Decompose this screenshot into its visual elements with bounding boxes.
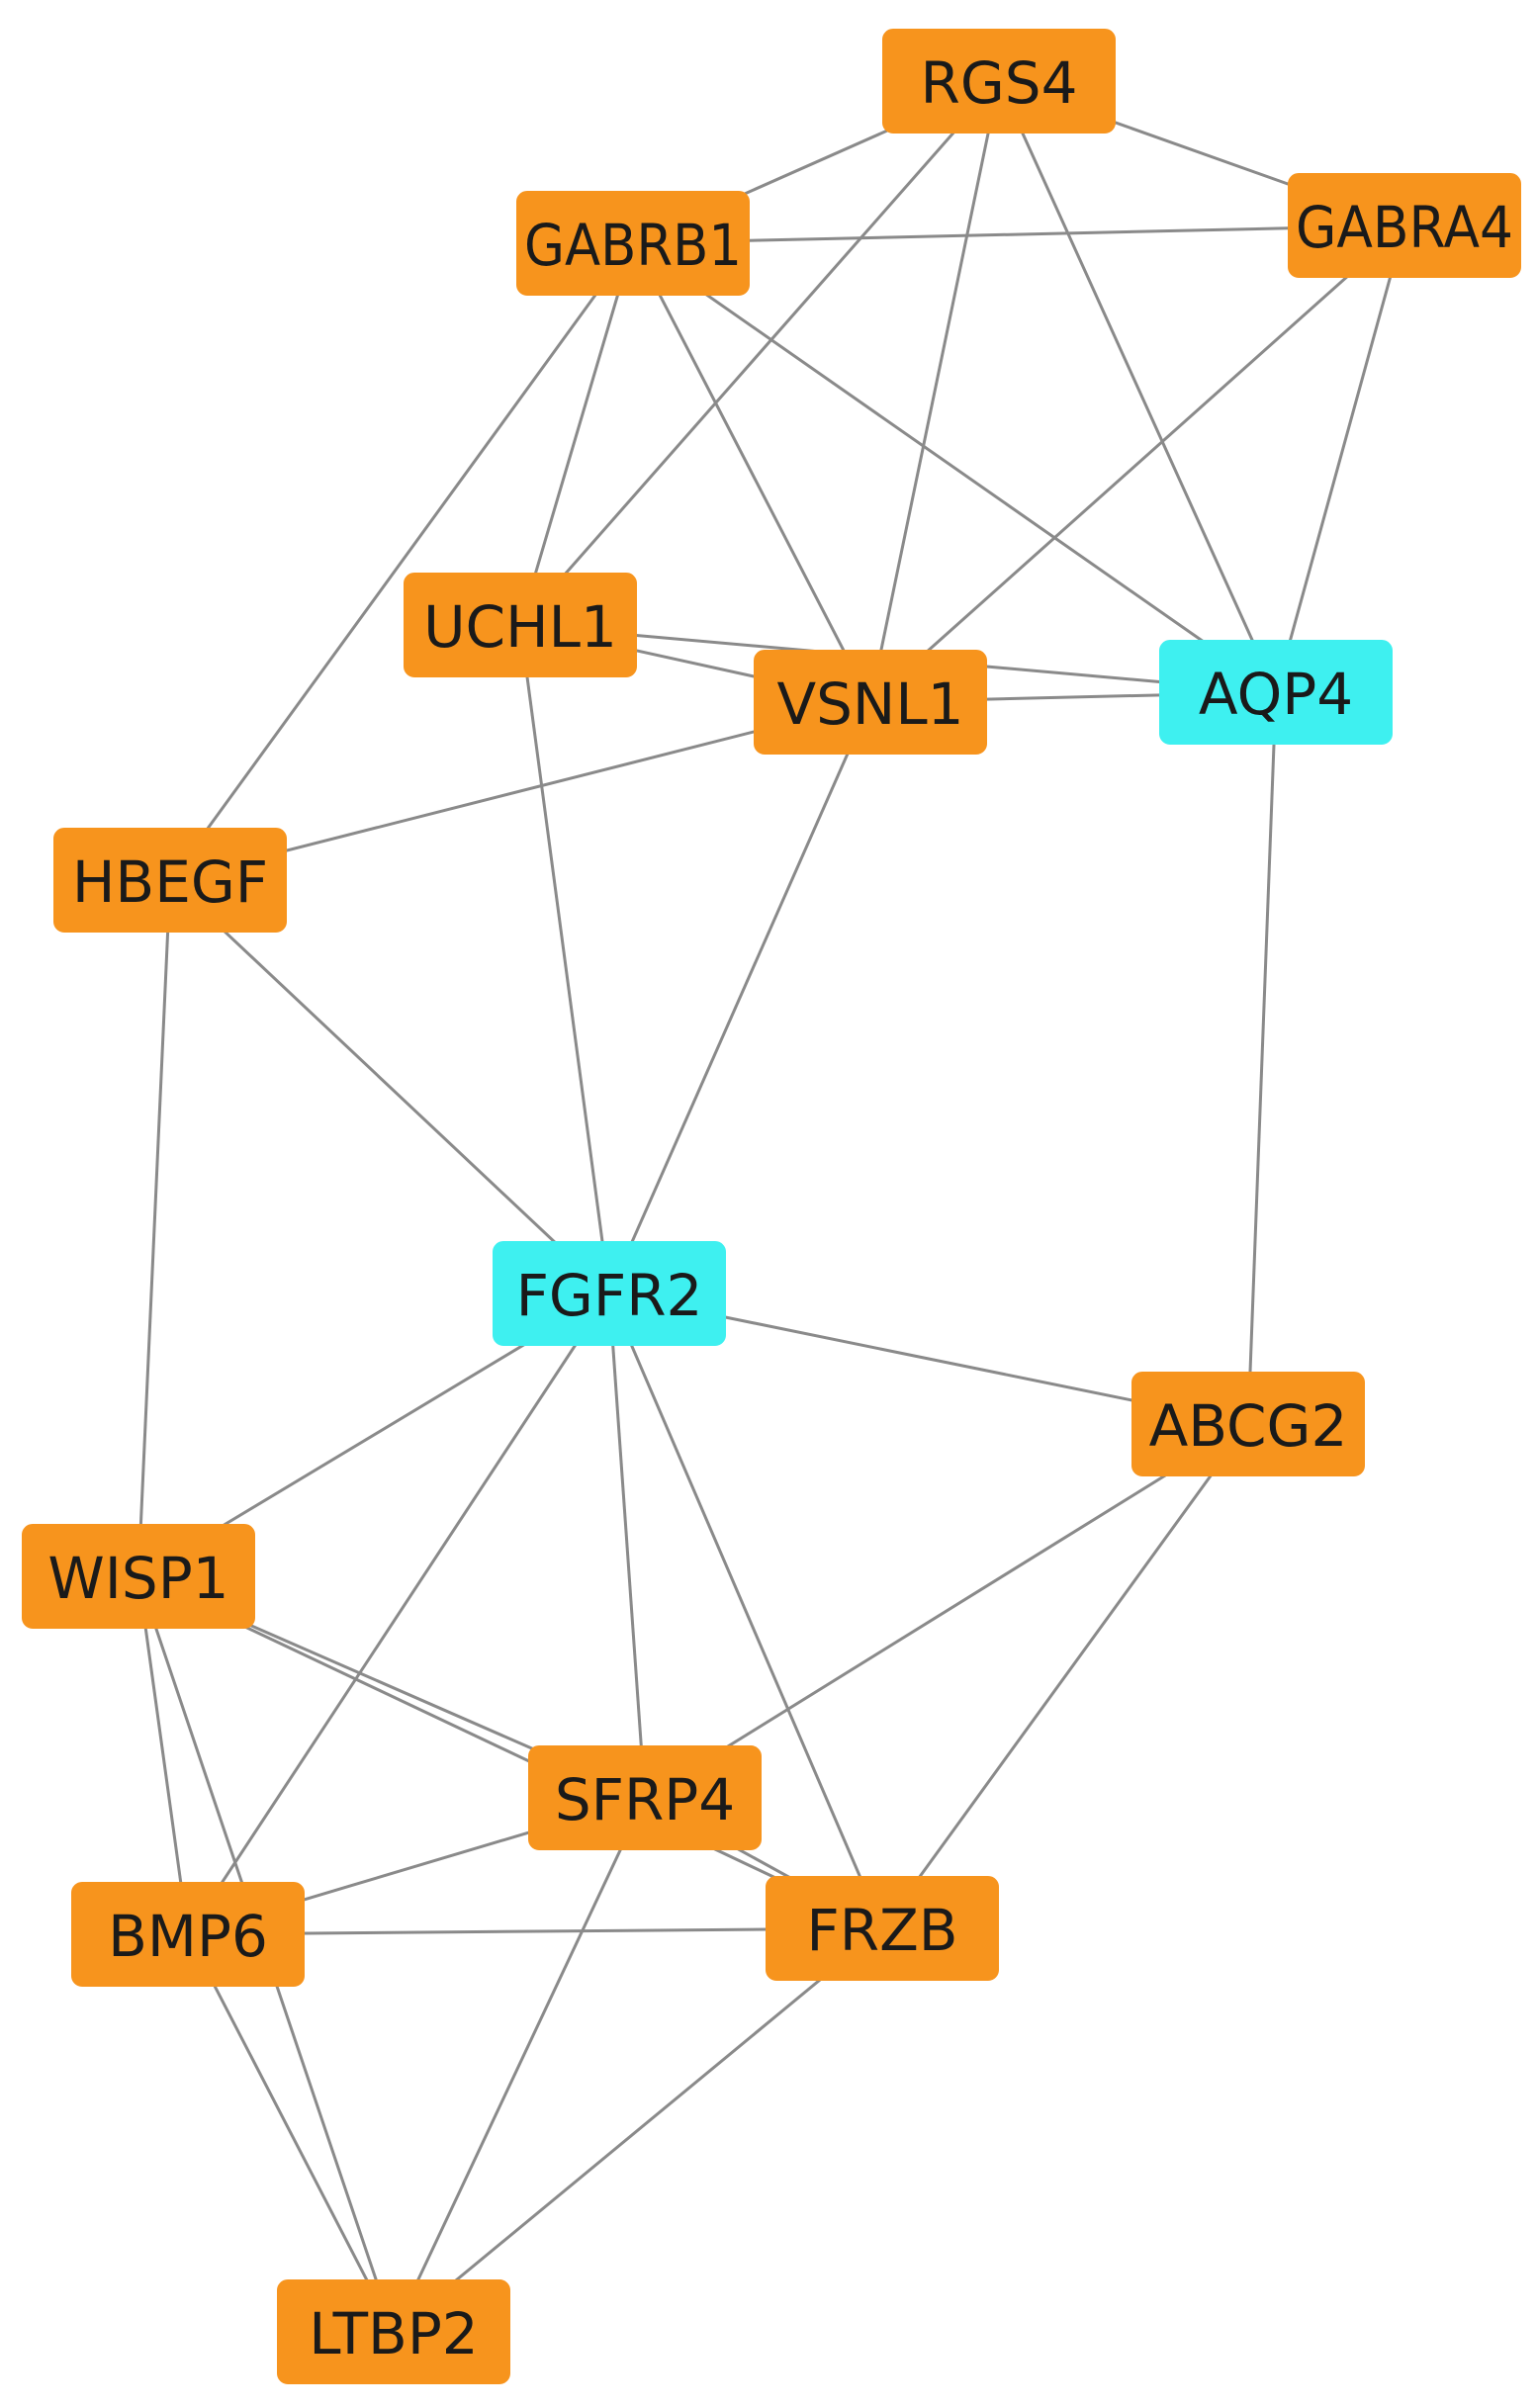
edge-gabra4-aqp4 xyxy=(1274,224,1406,693)
node-uchl1[interactable]: UCHL1 xyxy=(404,573,637,677)
node-label-abcg2: ABCG2 xyxy=(1149,1392,1348,1460)
node-label-rgs4: RGS4 xyxy=(921,49,1078,117)
edge-rgs4-vsnl1 xyxy=(868,80,1001,703)
edge-hbegf-fgfr2 xyxy=(168,878,611,1295)
edge-gabrb1-hbegf xyxy=(168,242,635,881)
node-gabra4[interactable]: GABRA4 xyxy=(1288,173,1521,278)
node-label-aqp4: AQP4 xyxy=(1199,661,1353,728)
node-vsnl1[interactable]: VSNL1 xyxy=(754,650,987,755)
node-label-fgfr2: FGFR2 xyxy=(516,1262,703,1329)
node-box-abcg2[interactable] xyxy=(1131,1372,1365,1476)
node-box-aqp4[interactable] xyxy=(1159,640,1393,745)
node-label-gabrb1: GABRB1 xyxy=(524,212,742,279)
node-box-ltbp2[interactable] xyxy=(277,2279,510,2384)
node-hbegf[interactable]: HBEGF xyxy=(53,828,287,933)
node-bmp6[interactable]: BMP6 xyxy=(71,1882,305,1987)
edge-sfrp4-ltbp2 xyxy=(392,1797,647,2333)
node-label-wisp1: WISP1 xyxy=(47,1545,228,1612)
node-box-frzb[interactable] xyxy=(766,1876,999,1981)
node-box-uchl1[interactable] xyxy=(404,573,637,677)
node-wisp1[interactable]: WISP1 xyxy=(22,1524,255,1629)
node-label-gabra4: GABRA4 xyxy=(1296,194,1513,261)
node-label-sfrp4: SFRP4 xyxy=(555,1766,735,1833)
edge-fgfr2-sfrp4 xyxy=(607,1293,647,1799)
edge-abcg2-frzb xyxy=(880,1423,1250,1929)
node-box-sfrp4[interactable] xyxy=(528,1745,762,1850)
node-frzb[interactable]: FRZB xyxy=(766,1876,999,1981)
edge-fgfr2-bmp6 xyxy=(186,1293,611,1935)
edge-gabrb1-vsnl1 xyxy=(631,242,872,703)
edge-wisp1-bmp6 xyxy=(136,1575,190,1935)
node-box-bmp6[interactable] xyxy=(71,1882,305,1987)
edge-layer xyxy=(136,79,1406,2334)
edge-gabrb1-gabra4 xyxy=(632,223,1405,245)
node-ltbp2[interactable]: LTBP2 xyxy=(277,2279,510,2384)
node-aqp4[interactable]: AQP4 xyxy=(1159,640,1393,745)
node-abcg2[interactable]: ABCG2 xyxy=(1131,1372,1365,1476)
node-rgs4[interactable]: RGS4 xyxy=(882,29,1116,134)
edge-gabrb1-uchl1 xyxy=(518,242,635,626)
node-label-bmp6: BMP6 xyxy=(108,1903,268,1970)
edge-frzb-ltbp2 xyxy=(393,1926,883,2334)
node-box-rgs4[interactable] xyxy=(882,29,1116,134)
node-box-gabra4[interactable] xyxy=(1288,173,1521,278)
edge-aqp4-abcg2 xyxy=(1246,691,1278,1425)
edge-abcg2-sfrp4 xyxy=(644,1422,1249,1800)
node-fgfr2[interactable]: FGFR2 xyxy=(493,1241,726,1346)
edge-vsnl1-fgfr2 xyxy=(607,701,872,1294)
edge-gabra4-vsnl1 xyxy=(869,223,1405,704)
node-sfrp4[interactable]: SFRP4 xyxy=(528,1745,762,1850)
edge-fgfr2-frzb xyxy=(607,1293,884,1929)
node-box-hbegf[interactable] xyxy=(53,828,287,933)
node-label-uchl1: UCHL1 xyxy=(423,593,617,661)
edge-uchl1-fgfr2 xyxy=(518,624,611,1294)
edge-rgs4-uchl1 xyxy=(518,80,1001,626)
edge-gabrb1-aqp4 xyxy=(632,241,1277,694)
node-box-wisp1[interactable] xyxy=(22,1524,255,1629)
edge-rgs4-aqp4 xyxy=(997,80,1278,693)
edge-hbegf-wisp1 xyxy=(136,879,172,1577)
node-label-hbegf: HBEGF xyxy=(72,848,268,916)
node-gabrb1[interactable]: GABRB1 xyxy=(516,191,750,296)
node-box-vsnl1[interactable] xyxy=(754,650,987,755)
edge-wisp1-frzb xyxy=(137,1574,883,1930)
edge-bmp6-ltbp2 xyxy=(186,1933,396,2333)
node-label-frzb: FRZB xyxy=(806,1897,957,1964)
node-box-fgfr2[interactable] xyxy=(493,1241,726,1346)
node-label-vsnl1: VSNL1 xyxy=(776,670,963,738)
node-label-ltbp2: LTBP2 xyxy=(309,2300,478,2367)
node-box-gabrb1[interactable] xyxy=(516,191,750,296)
